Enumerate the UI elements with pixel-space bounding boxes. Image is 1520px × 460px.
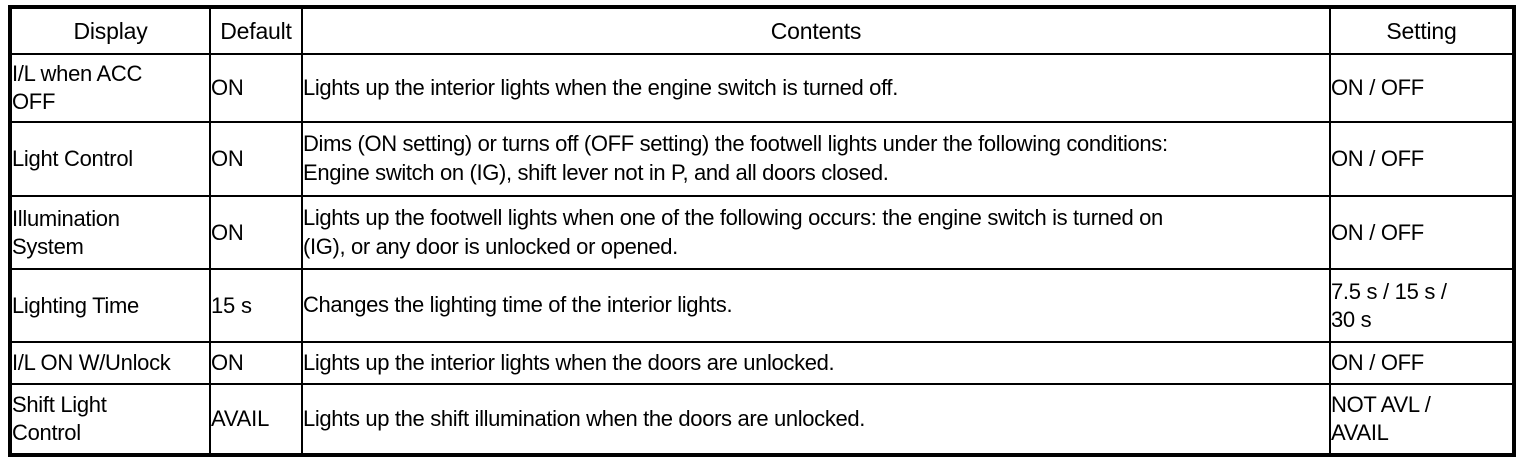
table-body: I/L when ACC OFF ON Lights up the interi… <box>9 53 1515 456</box>
setting-line-1: ON / OFF <box>1331 146 1424 172</box>
table-row: I/L ON W/Unlock ON Lights up the interio… <box>9 341 1515 385</box>
table-row: Lighting Time 15 s Changes the lighting … <box>9 268 1515 343</box>
cell-contents: Lights up the shift illumination when th… <box>301 383 1331 456</box>
cell-display: I/L ON W/Unlock <box>9 341 211 385</box>
setting-line-1: NOT AVL / <box>1331 392 1431 418</box>
cell-default: ON <box>209 121 303 197</box>
cell-contents: Lights up the footwell lights when one o… <box>301 195 1331 270</box>
display-line-1: I/L ON W/Unlock <box>12 350 171 376</box>
cell-display: Shift Light Control <box>9 383 211 456</box>
contents-line-1: Changes the lighting time of the interio… <box>303 292 733 318</box>
contents-line-2: Engine switch on (IG), shift lever not i… <box>303 160 889 185</box>
display-line-1: Shift Light <box>12 392 107 418</box>
display-line-1: Lighting Time <box>12 292 139 318</box>
setting-line-1: ON / OFF <box>1331 75 1424 101</box>
display-line-1: Light Control <box>12 146 133 172</box>
header-row: Display Default Contents Setting <box>9 6 1515 55</box>
column-header-default: Default <box>209 6 303 55</box>
cell-default: ON <box>209 341 303 385</box>
cell-contents: Changes the lighting time of the interio… <box>301 268 1331 343</box>
interior-light-settings-table: Display Default Contents Setting I/L whe… <box>8 5 1516 457</box>
table-row: Shift Light Control AVAIL Lights up the … <box>9 383 1515 456</box>
display-line-2: OFF <box>12 89 56 114</box>
cell-display: I/L when ACC OFF <box>9 53 211 123</box>
cell-setting: 7.5 s / 15 s / 30 s <box>1329 268 1515 343</box>
setting-line-2: AVAIL <box>1331 420 1389 445</box>
cell-default: AVAIL <box>209 383 303 456</box>
cell-default: 15 s <box>209 268 303 343</box>
cell-contents: Lights up the interior lights when the d… <box>301 341 1331 385</box>
cell-contents: Lights up the interior lights when the e… <box>301 53 1331 123</box>
cell-default: ON <box>209 53 303 123</box>
cell-default: ON <box>209 195 303 270</box>
contents-line-1: Lights up the interior lights when the d… <box>303 349 835 375</box>
table-row: I/L when ACC OFF ON Lights up the interi… <box>9 53 1515 123</box>
setting-line-1: ON / OFF <box>1331 350 1424 376</box>
cell-setting: ON / OFF <box>1329 121 1515 197</box>
contents-line-1: Lights up the footwell lights when one o… <box>303 204 1163 230</box>
cell-setting: ON / OFF <box>1329 341 1515 385</box>
setting-line-1: 7.5 s / 15 s / <box>1331 278 1447 304</box>
cell-contents: Dims (ON setting) or turns off (OFF sett… <box>301 121 1331 197</box>
settings-table-container: Display Default Contents Setting I/L whe… <box>8 5 1516 457</box>
display-line-2: System <box>12 233 84 259</box>
contents-line-2: (IG), or any door is unlocked or opened. <box>303 233 678 259</box>
display-line-1: Illumination <box>12 205 120 231</box>
contents-line-1: Dims (ON setting) or turns off (OFF sett… <box>303 131 1168 157</box>
cell-display: Illumination System <box>9 195 211 270</box>
contents-line-1: Lights up the interior lights when the e… <box>303 74 898 100</box>
table-header: Display Default Contents Setting <box>9 6 1515 55</box>
table-row: Illumination System ON Lights up the foo… <box>9 195 1515 270</box>
display-line-2: Control <box>12 420 81 445</box>
cell-setting: ON / OFF <box>1329 195 1515 270</box>
column-header-contents: Contents <box>301 6 1331 55</box>
contents-line-1: Lights up the shift illumination when th… <box>303 405 866 431</box>
setting-line-1: ON / OFF <box>1331 219 1424 245</box>
cell-display: Lighting Time <box>9 268 211 343</box>
column-header-display: Display <box>9 6 211 55</box>
table-row: Light Control ON Dims (ON setting) or tu… <box>9 121 1515 197</box>
cell-setting: NOT AVL / AVAIL <box>1329 383 1515 456</box>
cell-display: Light Control <box>9 121 211 197</box>
display-line-1: I/L when ACC <box>12 61 143 87</box>
column-header-setting: Setting <box>1329 6 1515 55</box>
cell-setting: ON / OFF <box>1329 53 1515 123</box>
setting-line-2: 30 s <box>1331 306 1372 332</box>
